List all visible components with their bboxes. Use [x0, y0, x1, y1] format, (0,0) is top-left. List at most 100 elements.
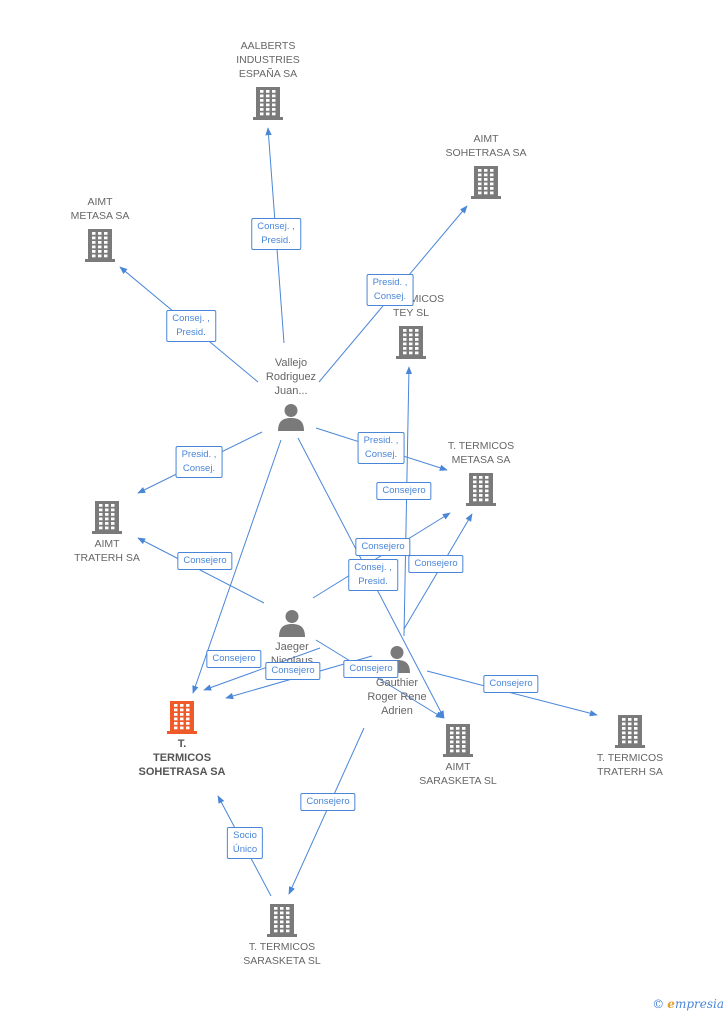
- relation-label-vallejo-to-t-termicos-metasa[interactable]: Presid. , Consej.: [357, 432, 405, 464]
- relation-label-gauthier-to-t-termicos-sohetrasa[interactable]: Consejero: [343, 660, 399, 678]
- relation-label-gauthier-to-t-termicos-traterh[interactable]: Consejero: [483, 675, 539, 693]
- building-icon: [92, 501, 122, 534]
- node-label-line: AALBERTS: [240, 40, 296, 52]
- brand-watermark: ©empresia: [652, 997, 724, 1011]
- relation-label-gauthier-to-t-termicos-tey[interactable]: Consejero: [376, 482, 432, 500]
- node-label-line: METASA SA: [451, 454, 511, 466]
- node-label-line: TEY SL: [393, 307, 429, 319]
- node-label-line: Gauthier: [375, 677, 419, 689]
- relation-label-jaeger-to-aimt-traterh[interactable]: Consejero: [177, 552, 233, 570]
- node-label-line: METASA SA: [70, 210, 130, 222]
- node-t-termicos-sohetrasa[interactable]: T. TERMICOS SOHETRASA SA: [122, 699, 242, 779]
- relation-label-text: Consejero: [414, 558, 458, 569]
- copyright-symbol: ©: [652, 997, 665, 1011]
- node-label: AIMT METASA SA: [40, 195, 160, 223]
- relation-label-gauthier-to-t-termicos-metasa[interactable]: Consejero: [408, 555, 464, 573]
- node-label-line: Vallejo: [274, 357, 308, 369]
- relation-label-jaeger-to-t-termicos-sohetrasa[interactable]: Consejero: [206, 650, 262, 668]
- building-icon: [471, 166, 501, 199]
- node-label-line: Rodriguez: [265, 371, 317, 383]
- node-label-line: INDUSTRIES: [236, 54, 300, 66]
- node-label-line: T.: [177, 738, 187, 750]
- node-aalberts[interactable]: AALBERTS INDUSTRIES ESPAÑA SA: [208, 39, 328, 121]
- relation-label-text: Presid. ,: [372, 277, 408, 288]
- relation-label-text: Presid.: [261, 235, 291, 246]
- building-icon: [167, 701, 197, 734]
- relation-label-text: Socio: [233, 830, 257, 841]
- node-aimt-sohetrasa[interactable]: AIMT SOHETRASA SA: [426, 132, 546, 200]
- relation-label-text: Consejero: [489, 678, 533, 689]
- relation-label-vallejo-to-aalberts[interactable]: Consej. , Presid.: [251, 218, 301, 250]
- node-label-line: Jaeger: [275, 641, 309, 653]
- relation-label-text: Presid.: [176, 327, 206, 338]
- building-icon: [396, 326, 426, 359]
- node-label-line: Roger Rene: [367, 691, 427, 703]
- building-icon: [466, 473, 496, 506]
- node-aimt-metasa[interactable]: AIMT METASA SA: [40, 195, 160, 263]
- building-icon: [615, 715, 645, 748]
- edge-jaeger-to-t-termicos-sohetrasa: [203, 647, 321, 691]
- edge-jaeger-to-aimt-sarasketa: [315, 639, 444, 719]
- relation-label-text: Consejero: [361, 541, 405, 552]
- relation-label-text: Consej. ,: [257, 221, 295, 232]
- building-icon: [85, 229, 115, 262]
- node-label-line: SOHETRASA SA: [445, 147, 527, 159]
- relation-label-gauthier-to-t-termicos-sarasketa[interactable]: Consejero: [300, 793, 356, 811]
- node-label: AIMT SARASKETA SL: [398, 760, 518, 788]
- node-label: AALBERTS INDUSTRIES ESPAÑA SA: [208, 39, 328, 81]
- relation-label-vallejo-to-aimt-sarasketa[interactable]: Consej. , Presid.: [348, 559, 398, 591]
- relation-label-text: Presid. ,: [363, 435, 399, 446]
- node-label-line: AIMT: [445, 761, 471, 773]
- node-aimt-sarasketa[interactable]: AIMT SARASKETA SL: [398, 722, 518, 788]
- edges-layer: [119, 127, 598, 897]
- node-label-line: SARASKETA SL: [419, 775, 497, 787]
- relation-label-text: Consejero: [183, 555, 227, 566]
- edge-gauthier-to-t-termicos-traterh: [426, 670, 598, 717]
- relation-label-jaeger-to-aimt-sarasketa[interactable]: Consejero: [265, 662, 321, 680]
- relation-label-text: Único: [232, 844, 258, 855]
- node-label-line: TERMICOS: [152, 752, 212, 764]
- node-label-line: AIMT: [94, 538, 120, 550]
- node-label: AIMT SOHETRASA SA: [426, 132, 546, 160]
- node-label-line: T. TERMICOS: [596, 752, 664, 764]
- node-label-line: Juan...: [274, 385, 308, 397]
- building-icon: [443, 724, 473, 757]
- node-label-line: Adrien: [381, 705, 413, 717]
- node-label-line: AIMT: [87, 196, 113, 208]
- brand-initial: e: [667, 997, 675, 1011]
- edge-gauthier-to-t-termicos-tey: [403, 366, 413, 637]
- relation-label-text: Consej. ,: [354, 562, 392, 573]
- relation-label-text: Presid.: [358, 576, 388, 587]
- relation-label-vallejo-to-aimt-traterh[interactable]: Presid. ,Consej.: [175, 446, 223, 478]
- brand-name: mpresia: [674, 997, 724, 1011]
- relation-label-text: Consejero: [382, 485, 426, 496]
- relation-label-text: Consej.: [373, 291, 407, 302]
- node-label-line: SARASKETA SL: [243, 955, 321, 967]
- building-icon: [253, 87, 283, 120]
- node-label-line: ESPAÑA SA: [238, 68, 298, 80]
- node-label-line: AIMT: [473, 133, 499, 145]
- person-icon: [278, 404, 304, 431]
- relation-label-jaeger-to-t-termicos-metasa[interactable]: Consejero: [355, 538, 411, 556]
- node-label: T. TERMICOS SOHETRASA SA: [122, 737, 242, 779]
- relation-label-text: Consej.: [364, 449, 398, 460]
- relation-label-text: Consej. ,: [172, 313, 210, 324]
- relation-label-text: Consejero: [212, 653, 256, 664]
- relation-label-vallejo-to-aimt-metasa[interactable]: Consej. , Presid.: [166, 310, 216, 342]
- edge-jaeger-to-aimt-traterh: [137, 537, 265, 604]
- relation-label-vallejo-to-aimt-sohetrasa[interactable]: Presid. , Consej.: [366, 274, 414, 306]
- relation-label-text: Presid. ,: [181, 449, 217, 460]
- node-label-line: SOHETRASA SA: [138, 766, 226, 778]
